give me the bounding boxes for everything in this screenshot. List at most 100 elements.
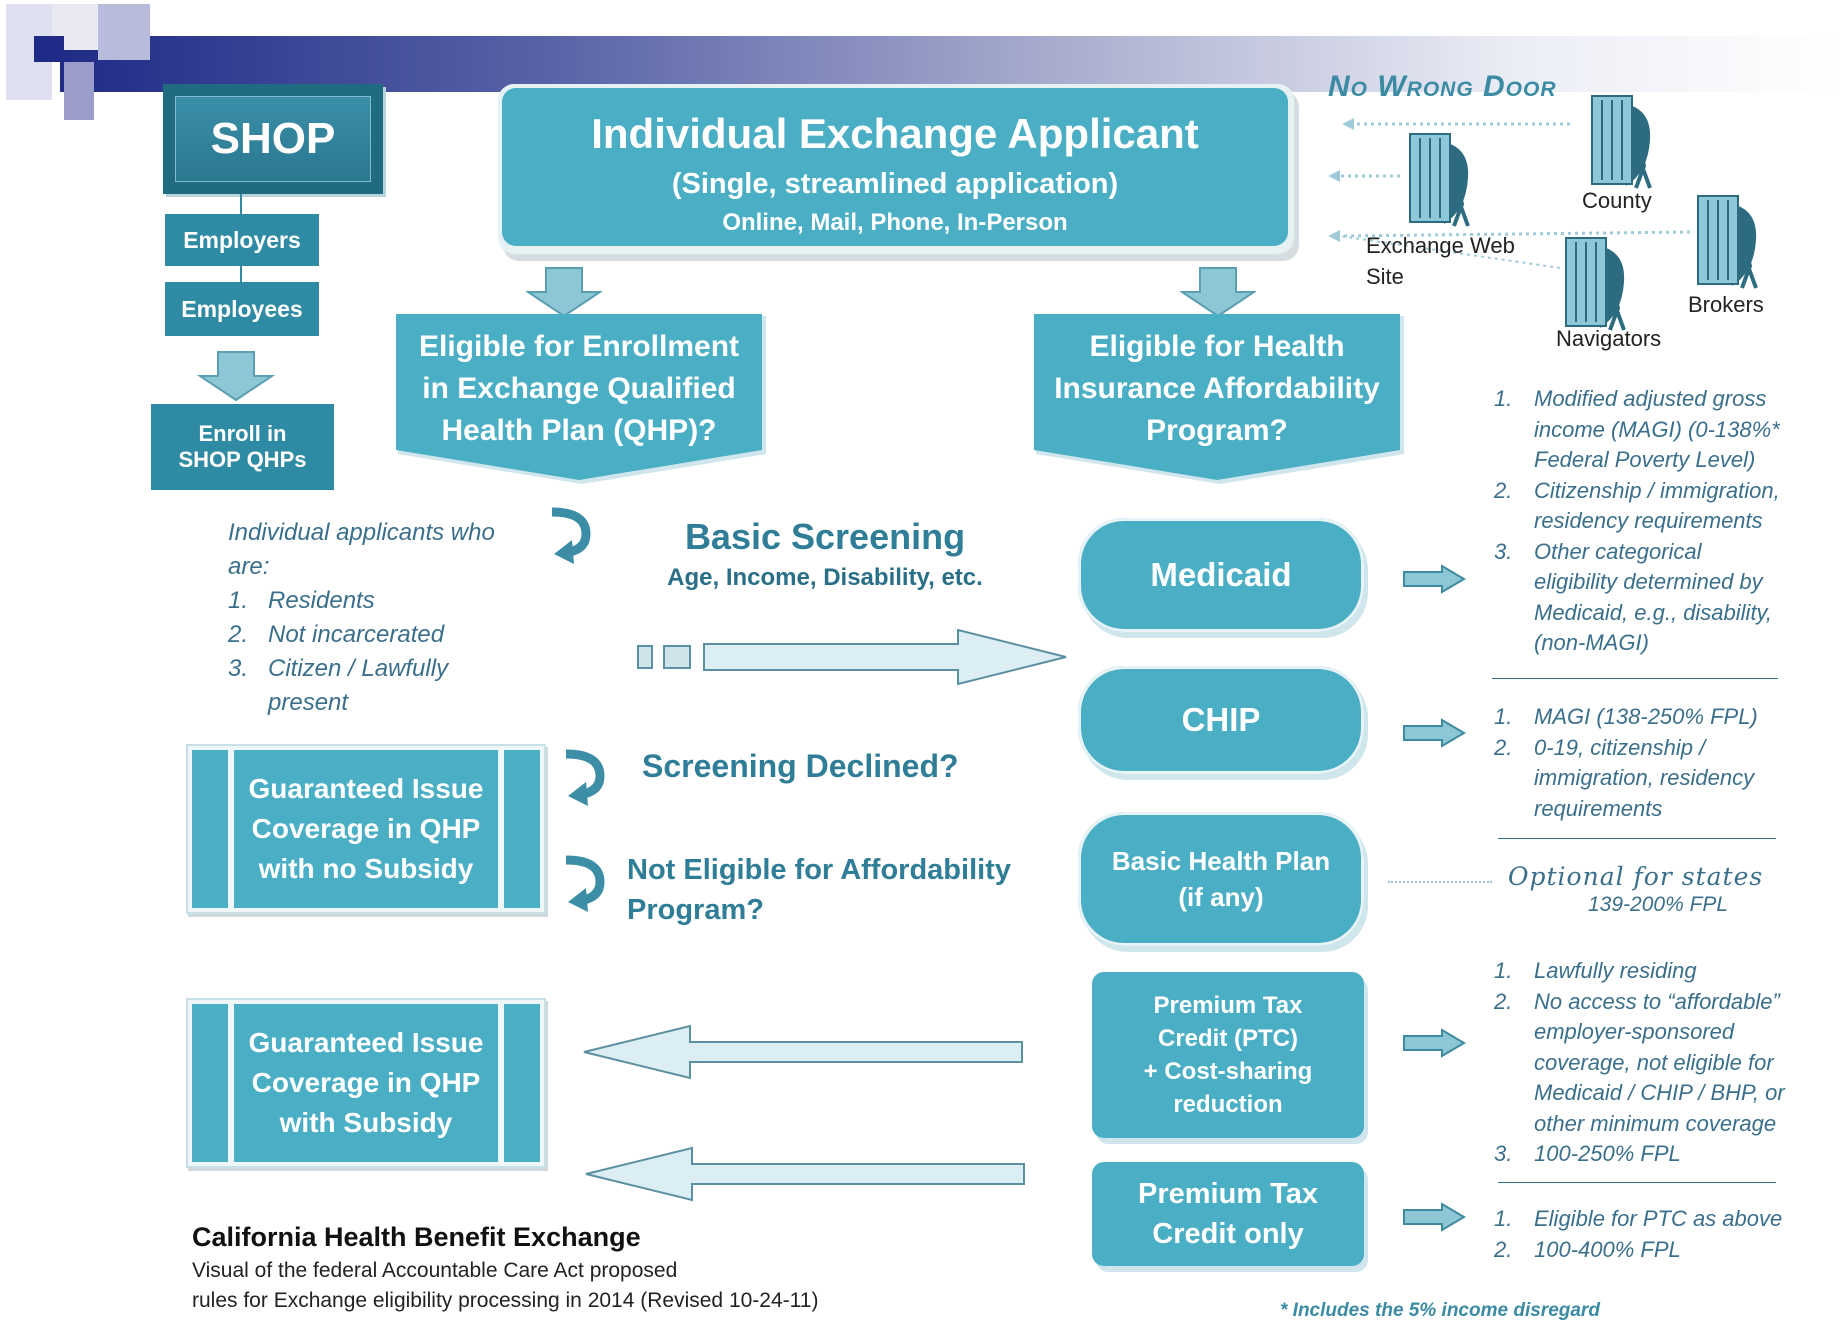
gi-line: Coverage in QHP — [251, 813, 481, 844]
exchange-web-site-line: Site — [1366, 264, 1404, 289]
left-arrow — [583, 1024, 1023, 1080]
item-number: 3. — [1494, 538, 1513, 564]
item-text: MAGI (138-250% FPL) — [1534, 704, 1758, 729]
gi-no-subsidy-box: Guaranteed Issue Coverage in QHP with no… — [186, 744, 546, 914]
bhp-criteria: Optional for states 139-200% FPL — [1508, 862, 1798, 917]
ptc-csr-line: + Cost-sharing — [1143, 1058, 1313, 1085]
enroll-shop-line: Enroll in — [198, 421, 287, 446]
affordability-question-line: Program? — [1146, 414, 1288, 447]
small-right-arrow — [1403, 564, 1466, 594]
bhp-criteria-line: Optional for states — [1508, 862, 1764, 891]
item-text: Not incarcerated — [268, 621, 445, 648]
ptc-csr-line: Credit (PTC) — [1158, 1025, 1298, 1052]
door-arrows — [1328, 118, 1691, 269]
connector-line — [240, 194, 242, 214]
curved-arrow-icon — [565, 855, 605, 912]
list-item: 2. No access to “affordable” employer-spo… — [1494, 987, 1814, 1140]
qhp-question-banner — [396, 314, 766, 484]
item-number: 1. — [1494, 386, 1513, 411]
gi-line: with no Subsidy — [258, 853, 474, 884]
footer-line: rules for Exchange eligibility processin… — [192, 1289, 819, 1312]
applicant-title: Individual Exchange Applicant — [591, 110, 1199, 157]
dotted-connector — [1388, 881, 1492, 883]
affordability-question-line: Eligible for Health — [1089, 330, 1345, 363]
decor-square — [34, 36, 64, 62]
small-right-arrow — [1403, 1028, 1466, 1058]
ptc-only-line: Premium Tax — [1138, 1178, 1318, 1210]
chip-criteria: 1.MAGI (138-250% FPL) 2.0-19, citizenshi… — [1494, 702, 1794, 824]
item-text: No access to “affordable” employer-spons… — [1534, 988, 1785, 1136]
brokers-label: Brokers — [1688, 292, 1764, 317]
gi-no-subsidy-text: Guaranteed Issue Coverage in QHP with no… — [234, 750, 498, 908]
not-eligible-line: Not Eligible for Affordability — [627, 854, 1011, 886]
applicant-box: Individual Exchange Applicant (Single, s… — [502, 88, 1288, 246]
ptc-only-line: Credit only — [1152, 1218, 1304, 1250]
affordability-question-line: Insurance Affordability — [1054, 372, 1380, 405]
exchange-web-site-line: Exchange Web — [1366, 233, 1515, 258]
applicant-channels: Online, Mail, Phone, In-Person — [722, 209, 1068, 236]
gi-side-bar — [504, 1004, 540, 1162]
gi-side-bar — [504, 750, 540, 908]
ptc-csr-line: reduction — [1173, 1091, 1283, 1118]
basic-screening-subtitle: Age, Income, Disability, etc. — [667, 564, 983, 591]
item-text: Other categorical eligibility determined… — [1534, 538, 1773, 656]
list-item: 2.Not incarcerated — [228, 618, 548, 652]
down-arrow — [526, 267, 602, 318]
item-text: 100-250% FPL — [1534, 1141, 1681, 1166]
decor-square — [64, 62, 94, 120]
employees-box: Employees — [165, 282, 319, 336]
affordability-question-banner — [1034, 314, 1404, 484]
item-text: Citizenship / immigration, residency req… — [1534, 477, 1780, 534]
county-door-icon — [1591, 95, 1652, 189]
item-number: 2. — [1494, 1236, 1513, 1262]
footnote: * Includes the 5% income disregard — [1280, 1300, 1600, 1321]
gi-line: Guaranteed Issue — [248, 773, 484, 804]
curved-arrow-icon — [551, 507, 591, 564]
bhp-criteria-line: 139-200% FPL — [1588, 893, 1729, 916]
applicant-subtitle: (Single, streamlined application) — [671, 168, 1119, 200]
list-item: 2.100-400% FPL — [1494, 1235, 1814, 1266]
gi-subsidy-text: Guaranteed Issue Coverage in QHP with Su… — [234, 1004, 498, 1162]
medicaid-criteria: 1. Modified adjusted gross income (MAGI) … — [1494, 384, 1804, 659]
list-item: 1. Modified adjusted gross income (MAGI) … — [1494, 384, 1804, 476]
medicaid-box: Medicaid — [1078, 518, 1364, 632]
divider — [1498, 1182, 1776, 1183]
brokers-door-icon — [1697, 195, 1758, 289]
exchange-web-site-door-icon — [1409, 133, 1470, 227]
basic-screening-title: Basic Screening — [684, 516, 966, 557]
gi-line: with Subsidy — [279, 1107, 453, 1138]
item-text: Citizen / Lawfully present — [268, 655, 449, 716]
down-arrow — [196, 351, 276, 402]
divider — [1492, 678, 1778, 679]
not-eligible-label: Not Eligible for Affordability Program? — [627, 850, 1011, 930]
enroll-shop-line: SHOP QHPs — [178, 447, 307, 472]
gi-line: Coverage in QHP — [251, 1067, 481, 1098]
individual-applicants-criteria: Individual applicants who are: 1. Residen… — [228, 516, 548, 720]
ptc-csr-line: Premium Tax — [1153, 992, 1303, 1019]
qhp-question-text: Eligible for Enrollment in Exchange Qual… — [396, 326, 762, 452]
screening-declined-label: Screening Declined? — [642, 748, 959, 784]
item-number: 1. — [228, 587, 249, 614]
item-text: Modified adjusted gross income (MAGI) (0… — [1534, 386, 1780, 472]
small-right-arrow — [1403, 1202, 1466, 1232]
individual-applicants-intro: are: — [228, 553, 270, 580]
bhp-line: Basic Health Plan — [1111, 846, 1331, 876]
item-number: 2. — [1494, 988, 1513, 1014]
right-arrow — [637, 628, 1067, 686]
decor-square — [98, 4, 150, 60]
qhp-question-line: Health Plan (QHP)? — [441, 414, 717, 447]
no-wrong-door-title: No Wrong Door — [1328, 70, 1557, 103]
item-number: 3. — [228, 655, 249, 682]
item-number: 1. — [1494, 704, 1513, 729]
shop-box: SHOP — [163, 84, 383, 194]
bhp-line: (if any) — [1178, 882, 1264, 912]
item-text: 0-19, citizenship / immigration, residen… — [1534, 734, 1755, 821]
item-text: Residents — [268, 587, 375, 614]
qhp-question-line: Eligible for Enrollment — [418, 330, 740, 363]
ptc-csr-criteria: 1.Lawfully residing 2.No access to “affo… — [1494, 956, 1814, 1170]
employers-box: Employers — [165, 214, 319, 266]
item-number: 2. — [1494, 477, 1513, 503]
basic-screening: Basic Screening Age, Income, Disability,… — [640, 516, 1010, 592]
affordability-question-text: Eligible for Health Insurance Affordabil… — [1034, 326, 1400, 452]
individual-applicants-intro: Individual applicants who — [228, 519, 495, 546]
